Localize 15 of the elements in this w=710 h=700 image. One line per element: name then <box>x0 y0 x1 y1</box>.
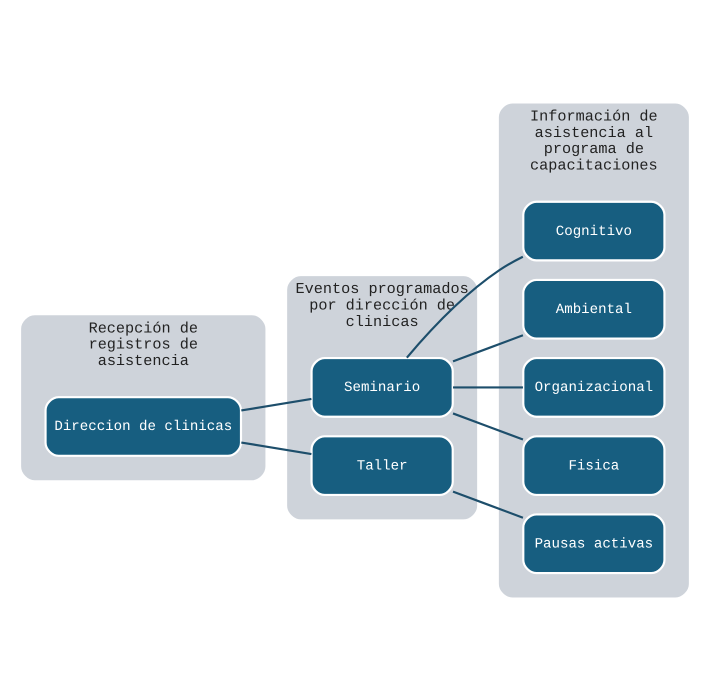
node-box: Ambiental <box>522 278 666 340</box>
connector <box>452 490 524 518</box>
node-box: Taller <box>310 434 454 496</box>
node-box: Cognitivo <box>522 200 666 261</box>
connector <box>241 397 312 412</box>
node-box: Organizacional <box>522 356 666 418</box>
node-box: Pausas activas <box>522 512 666 574</box>
connector <box>452 412 524 440</box>
node-box: Seminario <box>310 356 454 418</box>
node-box: Fisica <box>522 434 666 496</box>
node-box: Direccion de clinicas <box>44 396 242 456</box>
connector <box>406 255 524 358</box>
connector <box>241 440 312 455</box>
connector <box>452 334 524 362</box>
connector <box>453 386 523 388</box>
